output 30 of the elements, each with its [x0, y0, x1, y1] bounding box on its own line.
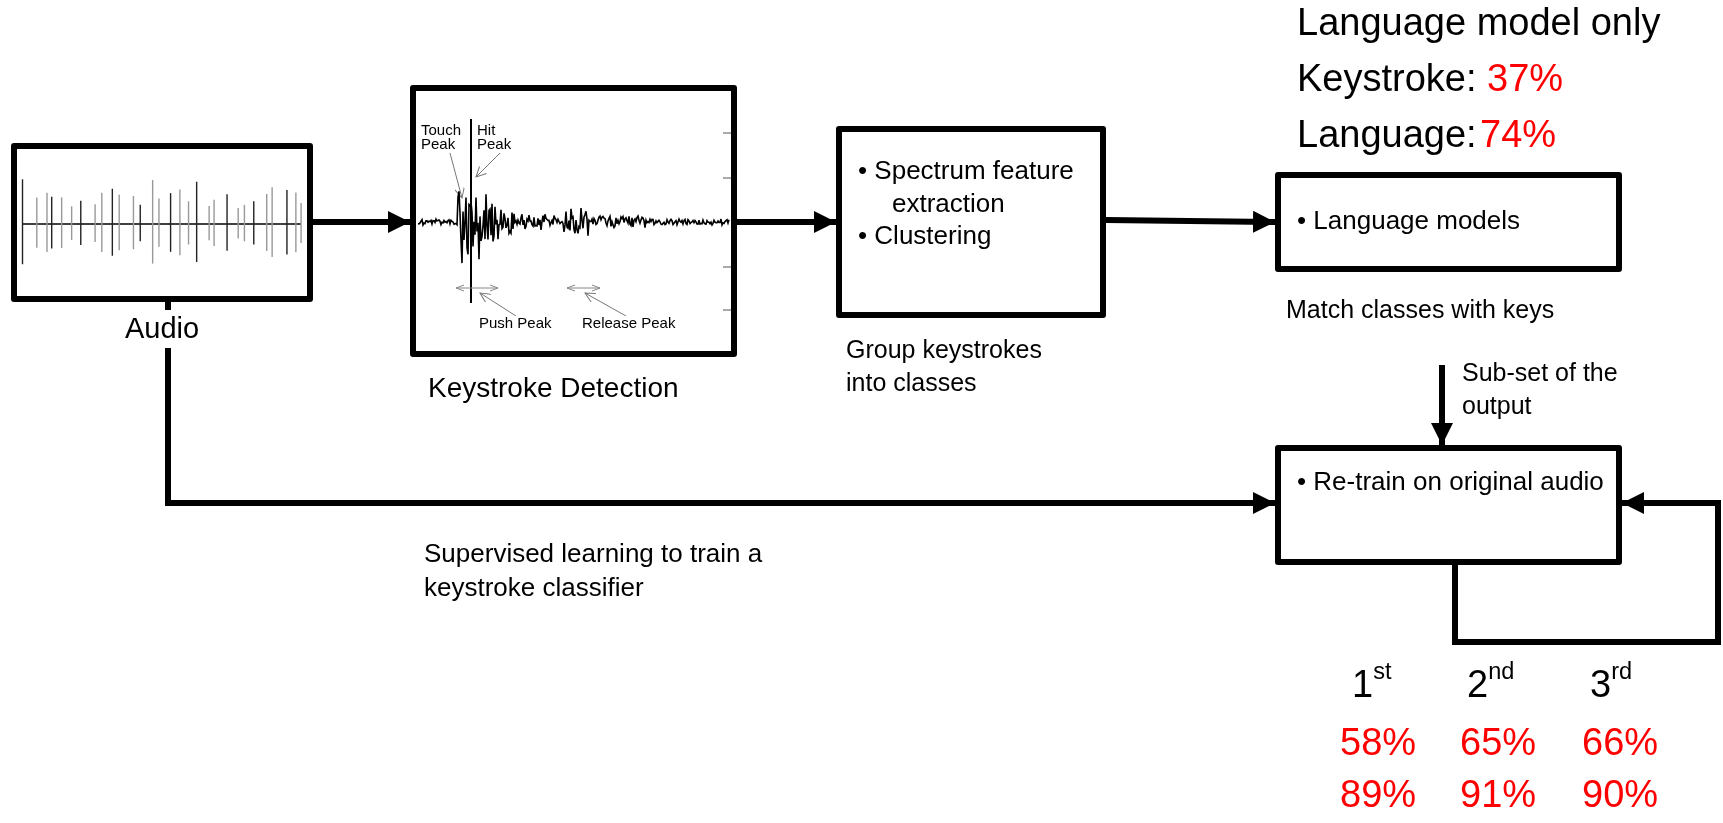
- result-text: 37%: [1487, 58, 1564, 100]
- node-label: Audio: [125, 310, 200, 348]
- process-box: [1275, 172, 1622, 272]
- arrow: [1431, 365, 1453, 445]
- result-text: 66%: [1582, 722, 1659, 764]
- arrow: [313, 211, 410, 233]
- result-text: Keystroke:: [1297, 58, 1477, 100]
- leader-line: [584, 292, 627, 317]
- result-text: 65%: [1460, 722, 1537, 764]
- bullet-item: • Language models: [1297, 204, 1522, 237]
- leader-line: [475, 152, 501, 178]
- result-text: 58%: [1340, 722, 1417, 764]
- leader-line: [449, 152, 465, 199]
- bullet-item: • Re-train on original audio: [1297, 465, 1605, 498]
- result-text: 1$^{st}$: [1352, 664, 1392, 706]
- process-box: [1275, 445, 1622, 565]
- arrow: [165, 302, 1275, 514]
- result-text: 90%: [1582, 774, 1659, 816]
- arrow: [1105, 210, 1276, 233]
- leader-line: [479, 292, 517, 317]
- result-text: Language:: [1297, 114, 1477, 156]
- result-text: 89%: [1340, 774, 1417, 816]
- arrow: [737, 211, 836, 233]
- result-text: 91%: [1460, 774, 1537, 816]
- arrow: [1452, 492, 1721, 645]
- bullet-item: • Spectrum feature extraction: [858, 154, 1075, 219]
- result-text: Language model only: [1297, 2, 1661, 44]
- bullet-item: • Clustering: [858, 219, 993, 252]
- result-text: 74%: [1480, 114, 1557, 156]
- process-box: [836, 126, 1106, 318]
